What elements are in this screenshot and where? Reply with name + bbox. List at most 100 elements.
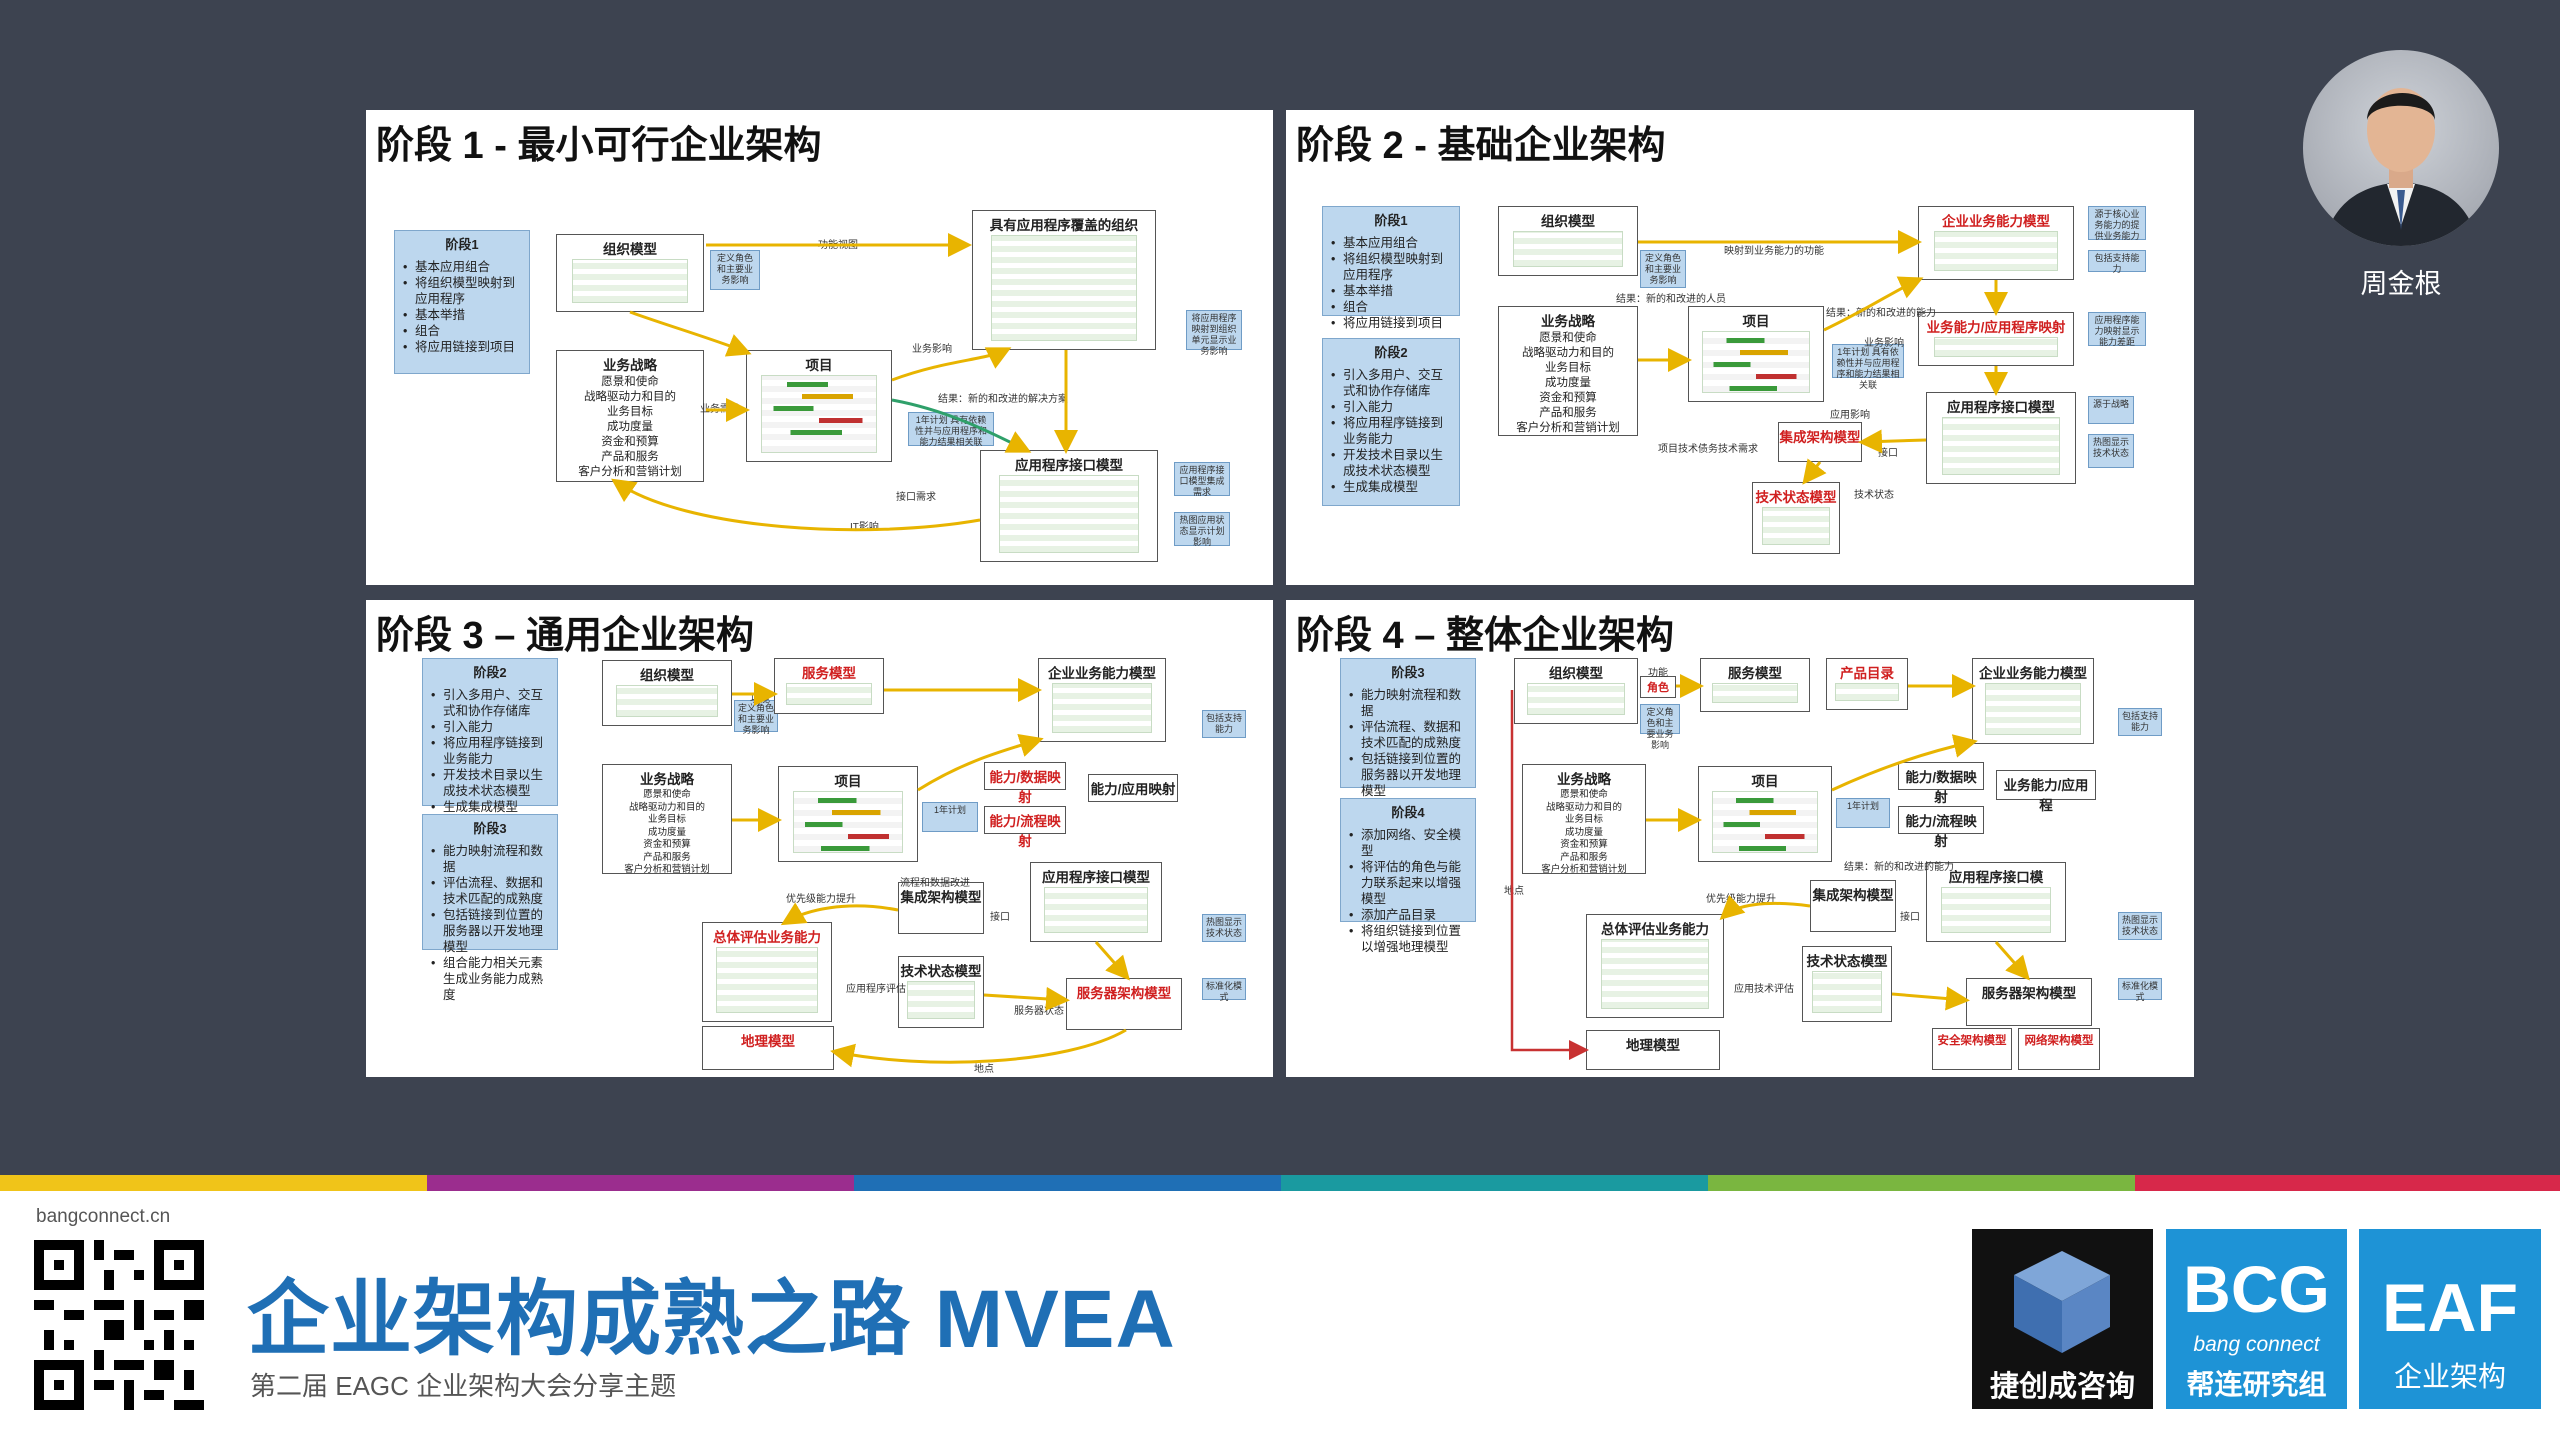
strategy-item: 愿景和使命: [601, 376, 659, 388]
stage-box: 阶段2 引入多用户、交互式和协作存储库引入能力将应用程序链接到业务能力开发技术目…: [422, 658, 558, 815]
panel-title: 阶段 3 – 通用企业架构: [376, 615, 754, 657]
geo-model: 地理模型: [702, 1026, 834, 1070]
flow-arrows: [732, 678, 1130, 1068]
flow-arrows: [1510, 674, 2030, 1060]
qr-code-icon: [34, 1240, 204, 1410]
strategy-model: 业务战略 愿景和使命战略驱动力和目的业务目标成功度量资金和预算产品和服务客户分析…: [556, 350, 704, 482]
color-strip: [0, 1175, 427, 1191]
strategy-item: 客户分析和营销计划: [624, 864, 710, 875]
tech-state-model: 技术状态模型: [1752, 482, 1840, 554]
org-model: 组织模型: [1498, 206, 1638, 276]
color-strip: [854, 1175, 1281, 1191]
strategy-item: 资金和预算: [1539, 392, 1597, 404]
api-model: 应用程序接口模: [1926, 862, 2066, 942]
stage-item: 生成集成模型: [1331, 479, 1451, 495]
strategy-model: 业务战略 愿景和使命战略驱动力和目的业务目标成功度量资金和预算产品和服务客户分析…: [1522, 764, 1646, 875]
color-strip: [1708, 1175, 2135, 1191]
strategy-item: 业务目标: [607, 406, 653, 418]
capability-model: 企业业务能力模型: [1918, 206, 2074, 280]
strategy-item: 资金和预算: [601, 436, 659, 448]
geo-model: 地理模型: [1586, 1030, 1720, 1070]
strategy-item: 战略驱动力和目的: [584, 391, 676, 403]
strategy-item: 产品和服务: [643, 851, 691, 863]
panel-stage-4: 阶段 4 – 整体企业架构 阶段3 能力映射流程和数据评估流程、数据和技术匹配的…: [1286, 600, 2194, 1077]
server-model: 服务器架构模型: [1066, 978, 1182, 1030]
panel-stage-1: 阶段 1 - 最小可行企业架构 阶段1 基本应用组合将组织模型映射到应用程序基本…: [366, 110, 1273, 585]
note: 热图应用状态显示计划影响: [1174, 512, 1230, 547]
strategy-item: 愿景和使命: [643, 789, 691, 800]
stage-item: 包括链接到位置的服务器以开发地理模型: [431, 907, 549, 955]
network-model: 网络架构模型: [2018, 1028, 2100, 1070]
strategy-item: 业务目标: [1564, 814, 1603, 825]
stage-item: 能力映射流程和数据: [431, 843, 549, 875]
stage-box: 阶段4 添加网络、安全模型将评估的角色与能力联系起来以增强模型添加产品目录将组织…: [1340, 798, 1476, 954]
stage-item: 生成集成模型: [431, 799, 549, 815]
strategy-item: 愿景和使命: [1560, 789, 1608, 800]
site-url[interactable]: bangconnect.cn: [36, 1206, 171, 1227]
tech-state-model: 技术状态模型: [1802, 946, 1892, 1022]
integration-model: 集成架构模型: [898, 882, 984, 934]
strategy-item: 战略驱动力和目的: [628, 801, 705, 813]
strategy-model: 业务战略 愿景和使命战略驱动力和目的业务目标成功度量资金和预算产品和服务客户分析…: [602, 764, 732, 875]
sub-title: 第二届 EAGC 企业架构大会分享主题: [250, 1371, 677, 1401]
strategy-item: 成功度量: [607, 421, 653, 433]
panel-title: 阶段 1 - 最小可行企业架构: [376, 125, 822, 167]
strategy-item: 资金和预算: [643, 839, 691, 850]
stage-item: 能力映射流程和数据: [1349, 687, 1467, 719]
color-strip: [2135, 1175, 2560, 1191]
stage-item: 组合: [1331, 299, 1451, 315]
strategy-item: 成功度量: [1545, 377, 1591, 389]
main-title: 企业架构成熟之路 MVEA: [247, 1274, 1176, 1365]
strategy-item: 客户分析和营销计划: [1541, 864, 1627, 875]
api-model: 应用程序接口模型: [1926, 392, 2076, 484]
stage-items: 基本应用组合将组织模型映射到应用程序基本举措组合将应用链接到项目: [403, 259, 521, 355]
stage-item: 基本应用组合: [403, 259, 521, 275]
stage-item: 基本举措: [403, 307, 521, 323]
project-model: 项目: [746, 350, 892, 462]
stage-item: 将组织模型映射到应用程序: [1331, 251, 1451, 283]
strategy-item: 战略驱动力和目的: [1522, 347, 1614, 359]
stage-item: 将应用链接到项目: [1331, 315, 1451, 331]
integration-model: 集成架构模型: [1778, 422, 1862, 462]
capability-flow-map: 能力/流程映射: [1898, 806, 1984, 849]
flow-arrows: [611, 233, 1078, 532]
capability-flow-map: 能力/流程映射: [984, 806, 1066, 849]
strategy-item: 产品和服务: [601, 451, 659, 463]
capability-app-map: 能力/应用映射: [1088, 774, 1178, 802]
product-catalog: 产品目录: [1826, 658, 1908, 710]
flow-arrows: [1638, 230, 2008, 485]
logo-eaf: EAF 企业架构: [2359, 1229, 2541, 1409]
apps-model: 具有应用程序覆盖的组织: [972, 210, 1156, 350]
stage-item: 引入多用户、交互式和协作存储库: [1331, 367, 1451, 399]
person-icon: [2323, 88, 2479, 246]
project-model: 项目: [778, 766, 918, 862]
strategy-item: 产品和服务: [1560, 851, 1608, 863]
strategy-item: 战略驱动力和目的: [1545, 801, 1622, 813]
cube-icon: [2014, 1251, 2110, 1353]
stage-item: 将组织模型映射到应用程序: [403, 275, 521, 307]
strategy-item: 成功度量: [647, 826, 686, 838]
stage-item: 开发技术目录以生成技术状态模型: [1331, 447, 1451, 479]
color-strip: [1281, 1175, 1708, 1191]
strategy-item: 客户分析和营销计划: [578, 466, 682, 478]
api-model: 应用程序接口模型: [980, 450, 1158, 562]
strategy-item: 客户分析和营销计划: [1516, 422, 1620, 434]
strategy-item: 业务目标: [1545, 362, 1591, 374]
strategy-item: 成功度量: [1564, 826, 1603, 838]
capability-app-map: 业务能力/应用程: [1996, 770, 2096, 813]
logo-bcg: BCG bang connect 帮连研究组: [2166, 1229, 2347, 1409]
stage-item: 评估流程、数据和技术匹配的成熟度: [431, 875, 549, 907]
stage-item: 将应用程序链接到业务能力: [431, 735, 549, 767]
security-model: 安全架构模型: [1932, 1028, 2012, 1070]
stage-item: 引入能力: [431, 719, 549, 735]
presenter-avatar: [2303, 50, 2499, 246]
server-model: 服务器架构模型: [1966, 978, 2092, 1026]
stage-item: 添加网络、安全模型: [1349, 827, 1467, 859]
stage-item: 将应用程序链接到业务能力: [1331, 415, 1451, 447]
project-model: 项目: [1698, 766, 1832, 862]
stage-box: 阶段3 能力映射流程和数据评估流程、数据和技术匹配的成熟度包括链接到位置的服务器…: [422, 814, 558, 1002]
strategy-item: 产品和服务: [1539, 407, 1597, 419]
service-model: 服务模型: [1700, 658, 1810, 712]
org-model: 组织模型: [556, 234, 704, 312]
stage-item: 基本应用组合: [1331, 235, 1451, 251]
